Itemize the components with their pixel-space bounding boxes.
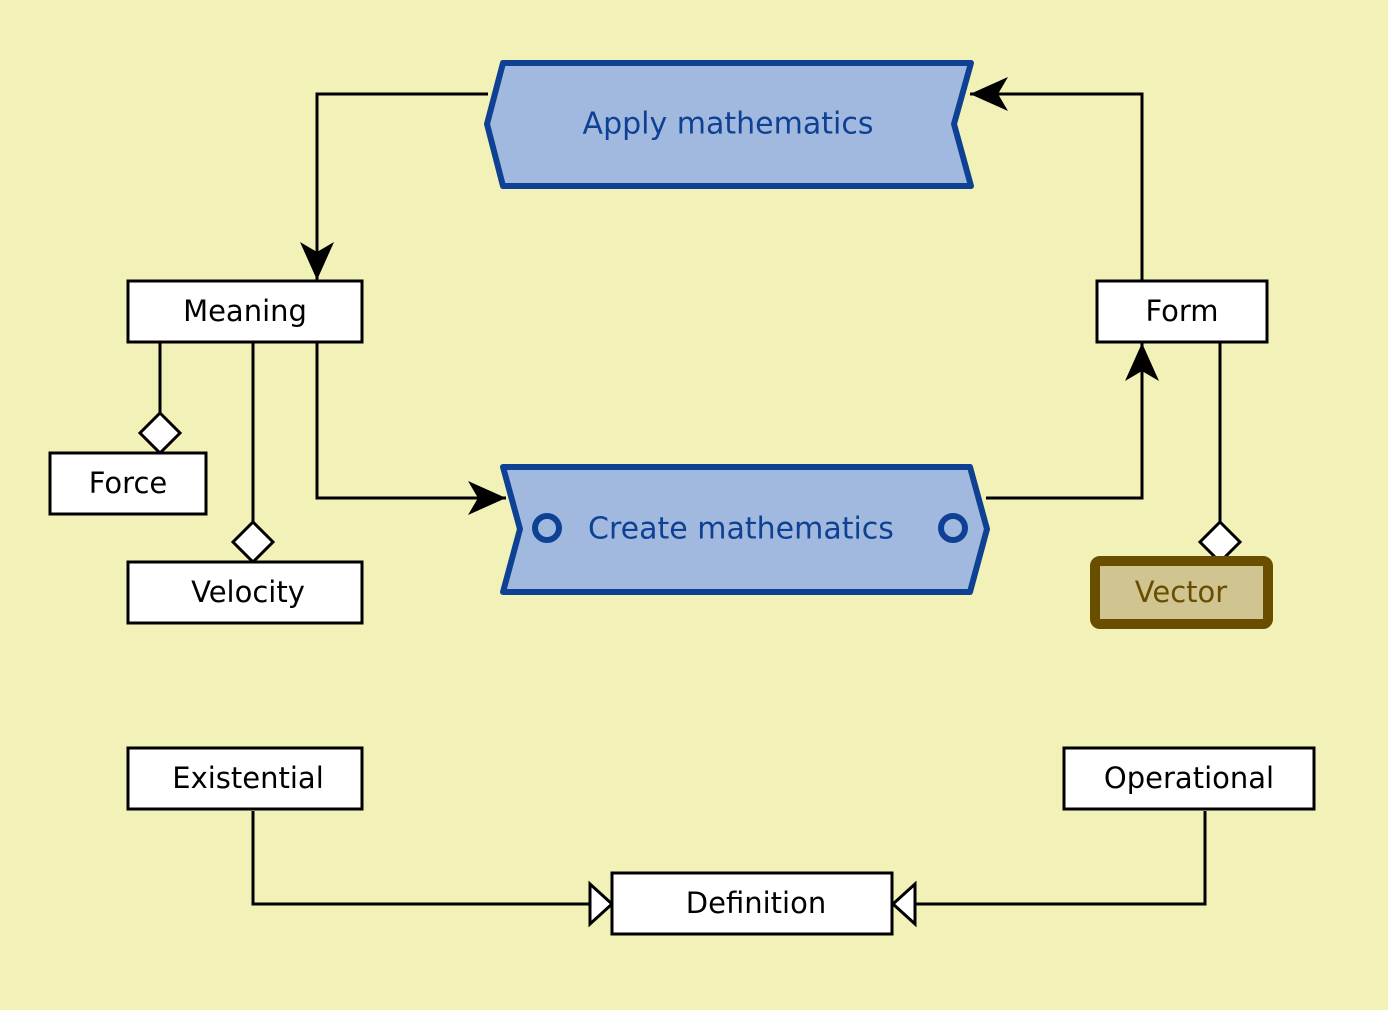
edge-meaning-to-create[interactable]	[315, 343, 506, 515]
edge-vector-to-form[interactable]	[1197, 343, 1243, 565]
class-label: Velocity	[191, 575, 305, 609]
aggregation-diamond-icon	[137, 410, 183, 456]
input-port-icon	[532, 513, 562, 543]
process-label: Apply mathematics	[583, 107, 874, 142]
class-vector[interactable]: Vector	[1090, 556, 1273, 629]
aggregation-diamond-icon	[230, 519, 276, 565]
class-label: Form	[1145, 294, 1218, 328]
class-velocity[interactable]: Velocity	[126, 560, 364, 625]
class-force[interactable]: Force	[48, 451, 208, 516]
generalization-triangle-icon	[890, 880, 917, 928]
class-label: Existential	[172, 761, 324, 795]
class-form[interactable]: Form	[1095, 279, 1269, 344]
output-port-icon	[938, 513, 968, 543]
edge-force-to-meaning[interactable]	[137, 343, 183, 456]
class-label: Operational	[1104, 761, 1274, 795]
class-label: Definition	[686, 886, 826, 920]
edge-form-to-apply[interactable]	[970, 77, 1144, 280]
class-label: Force	[89, 466, 167, 500]
generalization-triangle-icon	[588, 880, 615, 928]
class-meaning[interactable]: Meaning	[126, 279, 364, 344]
class-definition[interactable]: Definition	[610, 871, 894, 936]
process-label: Create mathematics	[588, 512, 894, 547]
edge-operational-to-definition[interactable]	[890, 811, 1207, 928]
process-apply-mathematics[interactable]: Apply mathematics	[484, 60, 974, 189]
class-label: Meaning	[183, 294, 307, 328]
edge-create-to-form[interactable]	[986, 343, 1159, 500]
class-existential[interactable]: Existential	[126, 746, 364, 811]
edge-apply-to-meaning[interactable]	[300, 92, 488, 280]
class-operational[interactable]: Operational	[1062, 746, 1316, 811]
class-label: Vector	[1135, 575, 1227, 609]
edge-existential-to-definition[interactable]	[251, 811, 615, 928]
edge-velocity-to-meaning[interactable]	[230, 343, 276, 565]
process-create-mathematics[interactable]: Create mathematics	[500, 464, 990, 595]
